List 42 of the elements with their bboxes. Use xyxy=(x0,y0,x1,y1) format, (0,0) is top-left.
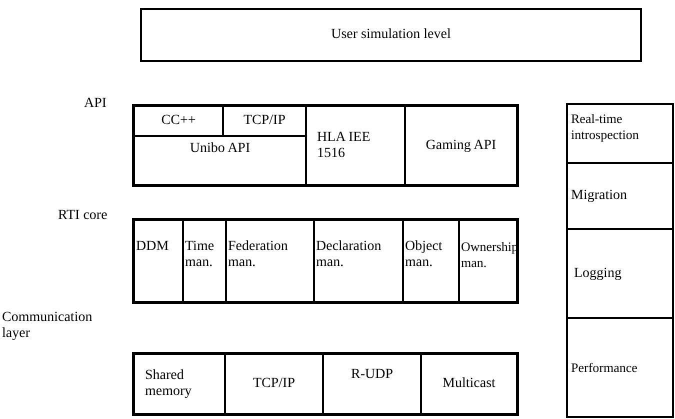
module-box xyxy=(182,219,227,303)
module-box xyxy=(566,228,674,319)
module-box xyxy=(322,353,422,415)
module-label: Gaming API xyxy=(426,138,496,154)
layer-heading: RTI core xyxy=(58,208,108,224)
module-label: Object man. xyxy=(405,239,444,271)
module-box xyxy=(133,353,226,415)
module-label: Shared memory xyxy=(145,368,193,400)
module-label: R-UDP xyxy=(350,367,393,383)
module-box xyxy=(224,353,324,415)
module-label: Unibo API xyxy=(190,141,250,157)
module-label: TCP/IP xyxy=(252,376,295,392)
module-box xyxy=(133,135,307,186)
module-box xyxy=(140,8,642,62)
module-label: Federation man. xyxy=(228,239,289,271)
module-box xyxy=(402,219,460,303)
module-label: Logging xyxy=(574,266,622,282)
module-label: User simulation level xyxy=(331,27,451,43)
module-label: Time man. xyxy=(185,239,216,271)
module-box xyxy=(566,317,674,418)
module-label: Declaration man. xyxy=(316,239,382,271)
module-box xyxy=(305,105,406,186)
module-label: HLA IEE 1516 xyxy=(317,130,372,162)
module-box xyxy=(133,105,224,137)
module-box xyxy=(404,105,518,186)
module-box xyxy=(420,353,518,415)
module-label: Multicast xyxy=(442,376,496,392)
module-box xyxy=(313,219,404,303)
module-box xyxy=(133,219,184,303)
module-label: Performance xyxy=(571,360,638,376)
module-box xyxy=(458,219,518,303)
module-box xyxy=(566,103,674,164)
module-box xyxy=(225,219,315,303)
module-label: Real-time introspection xyxy=(571,111,640,143)
layer-heading: Communication layer xyxy=(2,310,94,342)
module-label: CC++ xyxy=(161,113,196,129)
module-box xyxy=(566,162,674,230)
layer-heading: API xyxy=(84,96,108,112)
module-label: DDM xyxy=(136,239,169,255)
module-label: TCP/IP xyxy=(243,113,286,129)
module-label: Ownership man. xyxy=(461,239,518,271)
module-label: Migration xyxy=(571,188,627,204)
